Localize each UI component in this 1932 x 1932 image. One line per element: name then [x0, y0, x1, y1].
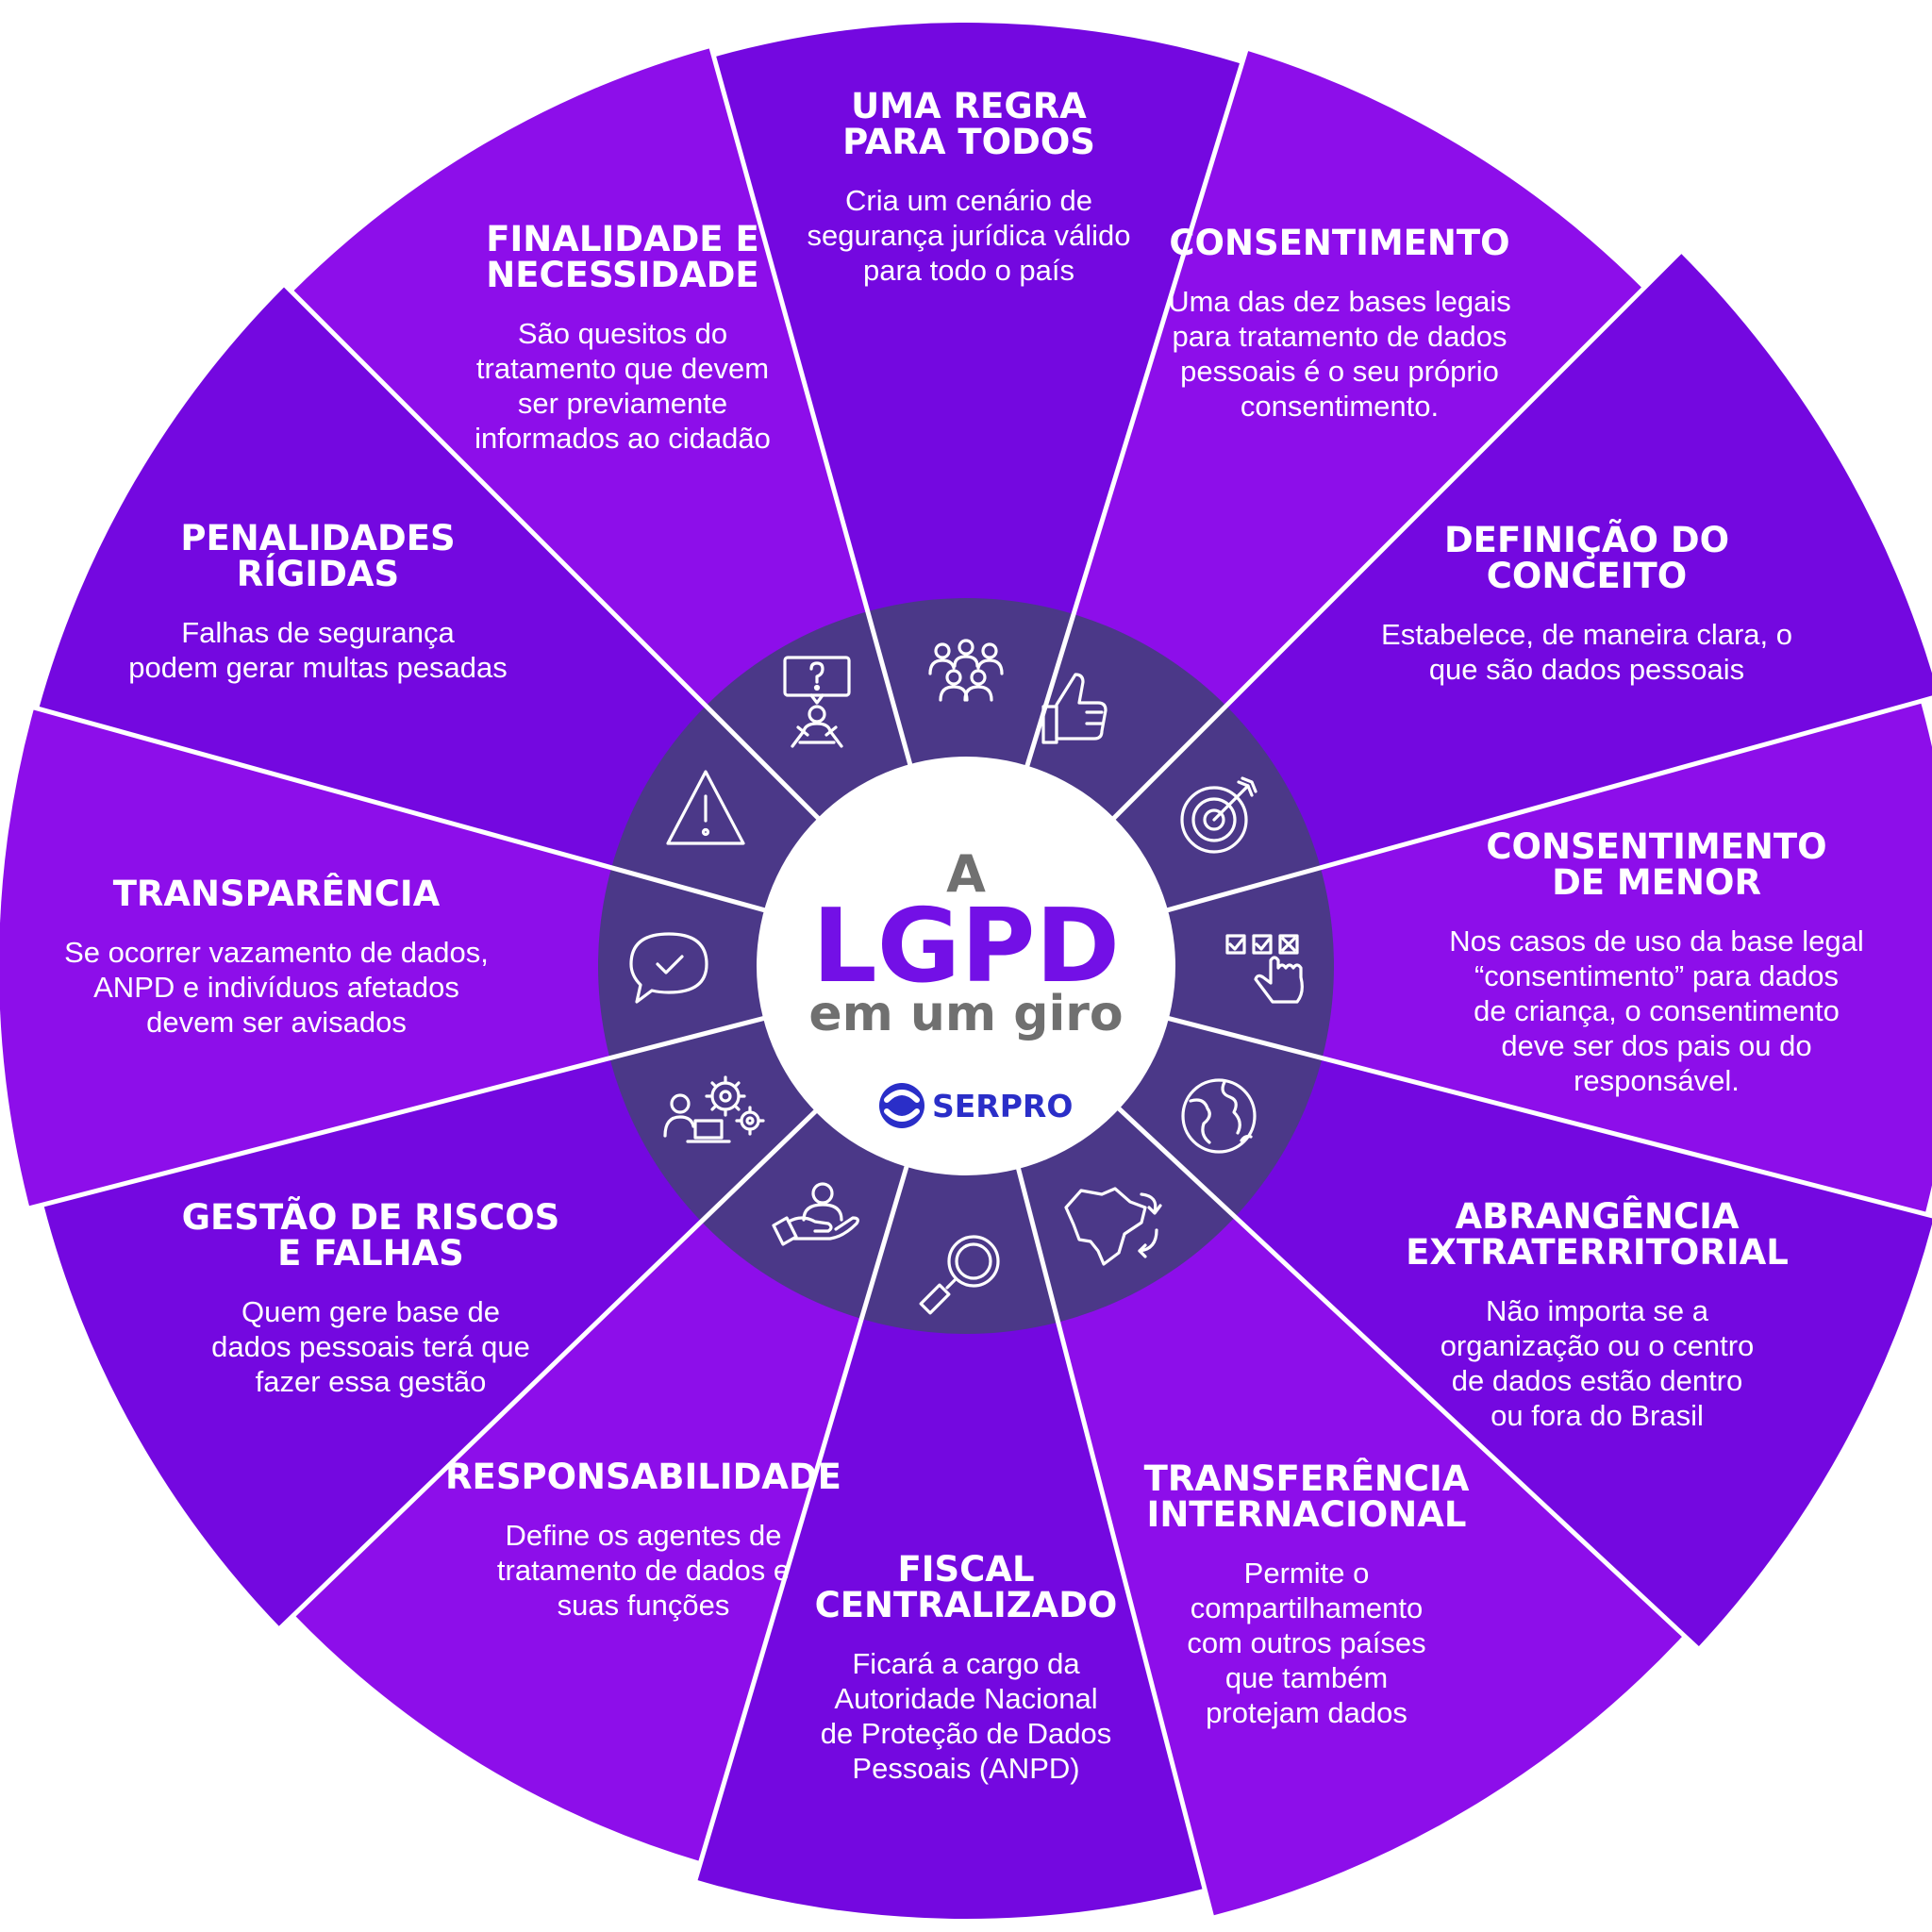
segment-description: Se ocorrer vazamento de dados, [64, 936, 489, 969]
segment-title: TRANSPARÊNCIA [113, 873, 441, 914]
segment-description: Pessoais (ANPD) [852, 1752, 1079, 1785]
segment-description: podem gerar multas pesadas [128, 651, 508, 684]
segment-description: Autoridade Nacional [834, 1682, 1097, 1715]
segment-description: ou fora do Brasil [1491, 1399, 1704, 1432]
segment-description: Não importa se a [1486, 1294, 1709, 1327]
serpro-logo: SERPRO [879, 1083, 1073, 1128]
segment-title: CONSENTIMENTO [1486, 826, 1826, 867]
segment-title: PARA TODOS [842, 122, 1095, 162]
segment-description: Ficará a cargo da [852, 1647, 1080, 1680]
segment-uma-regra [713, 23, 1242, 966]
segment-description: tratamento que devem [476, 352, 769, 385]
person-laptop-gears-icon [663, 1075, 765, 1143]
thumbs-up-icon [1041, 673, 1108, 744]
checklist-hand-icon [1225, 934, 1304, 1004]
segment-description: fazer essa gestão [256, 1365, 487, 1398]
segment-transparencia [0, 708, 966, 1208]
segment-description: Define os agentes de [506, 1519, 782, 1552]
segment-title: CONSENTIMENTO [1169, 223, 1509, 263]
segment-description: Falhas de segurança [181, 616, 455, 649]
segment-description: pessoais é o seu próprio [1180, 355, 1499, 388]
segment-description: para tratamento de dados [1172, 320, 1507, 353]
magnifier-icon [919, 1235, 1000, 1315]
brazil-map-arrows-icon [1064, 1187, 1162, 1266]
segment-title: FINALIDADE E [486, 219, 758, 259]
segment-description: para todo o país [863, 254, 1074, 287]
segment-title: TRANSFERÊNCIA [1144, 1457, 1470, 1499]
segment-title: CONCEITO [1487, 556, 1687, 596]
serpro-logo-icon [879, 1083, 924, 1128]
segment-title: RÍGIDAS [237, 553, 399, 594]
segment-description: de Proteção de Dados [821, 1717, 1112, 1750]
segment-title: NECESSIDADE [486, 255, 758, 295]
segment-description: com outros países [1187, 1626, 1425, 1659]
segment-title: ABRANGÊNCIA [1455, 1195, 1739, 1237]
segment-description: “consentimento” para dados [1474, 959, 1839, 992]
segment-description: ANPD e indivíduos afetados [93, 971, 459, 1004]
segment-description: Cria um cenário de [845, 184, 1092, 217]
segment-title: FISCAL [897, 1549, 1034, 1590]
target-icon [1180, 776, 1257, 854]
center-title-lgpd: LGPD [812, 888, 1120, 1006]
serpro-logo-text: SERPRO [932, 1088, 1073, 1124]
segment-description: Estabelece, de maneira clara, o [1381, 618, 1792, 651]
segment-description: dados pessoais terá que [211, 1330, 530, 1363]
center-circle [757, 757, 1175, 1175]
segment-description: devem ser avisados [146, 1006, 407, 1039]
segment-title: E FALHAS [277, 1233, 464, 1274]
segment-description: deve ser dos pais ou do [1501, 1029, 1811, 1062]
segment-description: Quem gere base de [242, 1295, 500, 1328]
segment-title: DEFINIÇÃO DO [1444, 519, 1729, 560]
segment-description: de dados estão dentro [1452, 1364, 1743, 1397]
center-subtitle: em um giro [808, 986, 1123, 1042]
segment-title: UMA REGRA [851, 86, 1087, 126]
segment-title: GESTÃO DE RISCOS [182, 1196, 560, 1238]
segment-description: que também [1225, 1661, 1388, 1694]
hand-person-icon [772, 1182, 859, 1246]
segment-description: informados ao cidadão [475, 422, 771, 455]
center-title-a: A [946, 844, 986, 904]
warning-icon [666, 770, 745, 845]
segment-description: organização ou o centro [1441, 1329, 1755, 1362]
segment-icons [629, 639, 1304, 1315]
segment-description: consentimento. [1241, 390, 1439, 423]
segment-description: segurança jurídica válido [808, 219, 1131, 252]
segment-description: compartilhamento [1191, 1591, 1423, 1624]
question-person-icon [783, 656, 851, 748]
segment-description: Uma das dez bases legais [1168, 285, 1511, 318]
segment-title: PENALIDADES [180, 518, 455, 558]
segment-description: suas funções [558, 1589, 730, 1622]
segment-description: protejam dados [1206, 1696, 1407, 1729]
segment-description: São quesitos do [518, 317, 727, 350]
segment-title: INTERNACIONAL [1147, 1494, 1467, 1535]
segment-description: Nos casos de uso da base legal [1449, 924, 1863, 958]
segment-title: CENTRALIZADO [815, 1585, 1118, 1625]
globe-icon [1181, 1078, 1257, 1154]
segment-description: ser previamente [518, 387, 727, 420]
group-people-icon [928, 639, 1004, 702]
chat-check-icon [629, 932, 708, 1004]
segment-title: EXTRATERRITORIAL [1406, 1232, 1789, 1273]
segment-description: de criança, o consentimento [1474, 994, 1840, 1027]
segment-description: tratamento de dados e [497, 1554, 790, 1587]
segment-title: DE MENOR [1552, 862, 1761, 903]
segment-description: Permite o [1244, 1557, 1370, 1590]
segment-consentimento-menor [966, 701, 1932, 1214]
segment-description: que são dados pessoais [1429, 653, 1744, 686]
segment-title: RESPONSABILIDADE [445, 1457, 841, 1497]
segment-fiscal [695, 966, 1205, 1919]
center-badge: A LGPD em um giro SERPRO [757, 757, 1175, 1175]
segment-description: responsável. [1574, 1064, 1740, 1097]
